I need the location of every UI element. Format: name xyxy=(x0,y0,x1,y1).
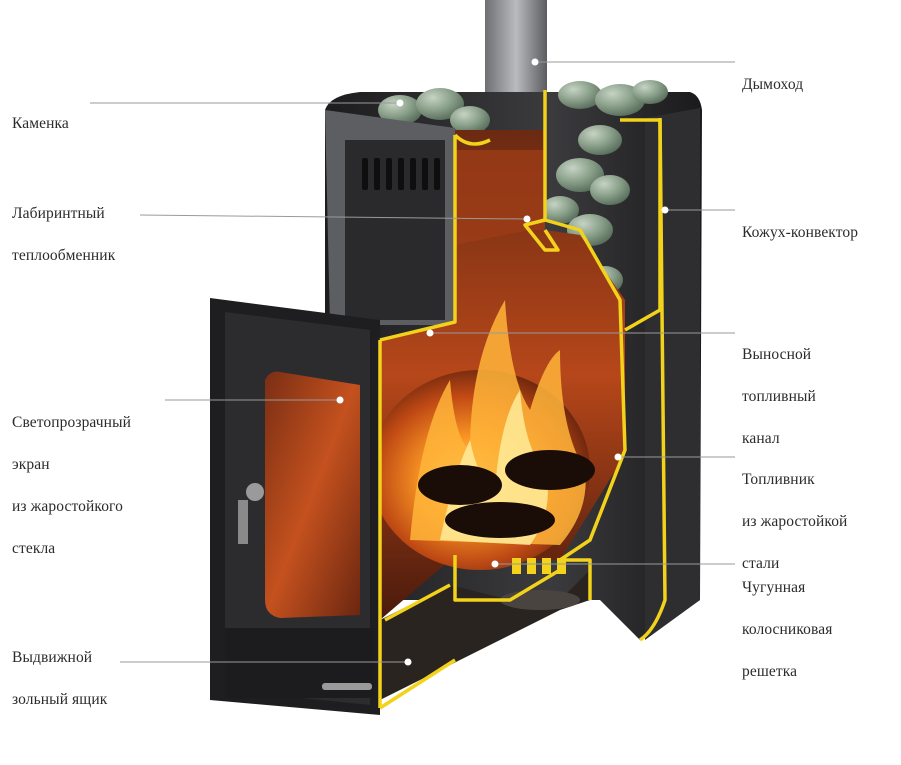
label-ash-box-line1: Выдвижной xyxy=(12,649,93,666)
label-kamenka-text: Каменка xyxy=(12,115,69,132)
logs xyxy=(418,450,595,538)
label-chimney-text: Дымоход xyxy=(742,76,804,93)
label-casing-text: Кожух-конвектор xyxy=(742,224,859,241)
label-firebox-line1: Топливник xyxy=(742,471,815,488)
label-chimney: Дымоход xyxy=(742,53,803,116)
label-glass-line3: из жаростойкого xyxy=(12,498,123,515)
label-glass-line2: экран xyxy=(12,456,50,473)
ash-box-handle xyxy=(322,683,372,690)
highlight-outline xyxy=(378,90,667,710)
label-grate: Чугунная колосниковая решетка xyxy=(742,556,832,703)
label-grate-line1: Чугунная xyxy=(742,579,806,596)
label-firebox: Топливник из жаростойкой стали xyxy=(742,448,847,595)
label-ash-box-line2: зольный ящик xyxy=(12,691,108,708)
label-glass: Светопрозрачный экран из жаростойкого ст… xyxy=(12,391,131,580)
label-labyrinth-line1: Лабиринтный xyxy=(12,205,105,222)
label-fuel-channel: Выносной топливный канал xyxy=(742,323,816,470)
door-glass xyxy=(265,371,360,618)
label-firebox-line2: из жаростойкой xyxy=(742,513,848,530)
label-grate-line2: колосниковая xyxy=(742,621,833,638)
label-firebox-line3: стали xyxy=(742,555,780,572)
label-casing: Кожух-конвектор xyxy=(742,201,858,264)
label-glass-line1: Светопрозрачный xyxy=(12,414,131,431)
label-fuel-channel-line3: канал xyxy=(742,430,780,447)
leader-dots xyxy=(336,58,669,666)
vent-slots xyxy=(362,158,440,190)
label-ash-box: Выдвижной зольный ящик xyxy=(12,626,107,731)
leader-lines xyxy=(90,61,735,663)
label-fuel-channel-line2: топливный xyxy=(742,388,816,405)
grate-bars xyxy=(512,558,566,574)
label-kamenka: Каменка xyxy=(12,92,69,155)
label-glass-line4: стекла xyxy=(12,540,56,557)
door-handle xyxy=(246,483,264,501)
label-grate-line3: решетка xyxy=(742,663,798,680)
label-labyrinth-line2: теплообменник xyxy=(12,247,116,264)
label-labyrinth: Лабиринтный теплообменник xyxy=(12,182,115,287)
label-fuel-channel-line1: Выносной xyxy=(742,346,812,363)
